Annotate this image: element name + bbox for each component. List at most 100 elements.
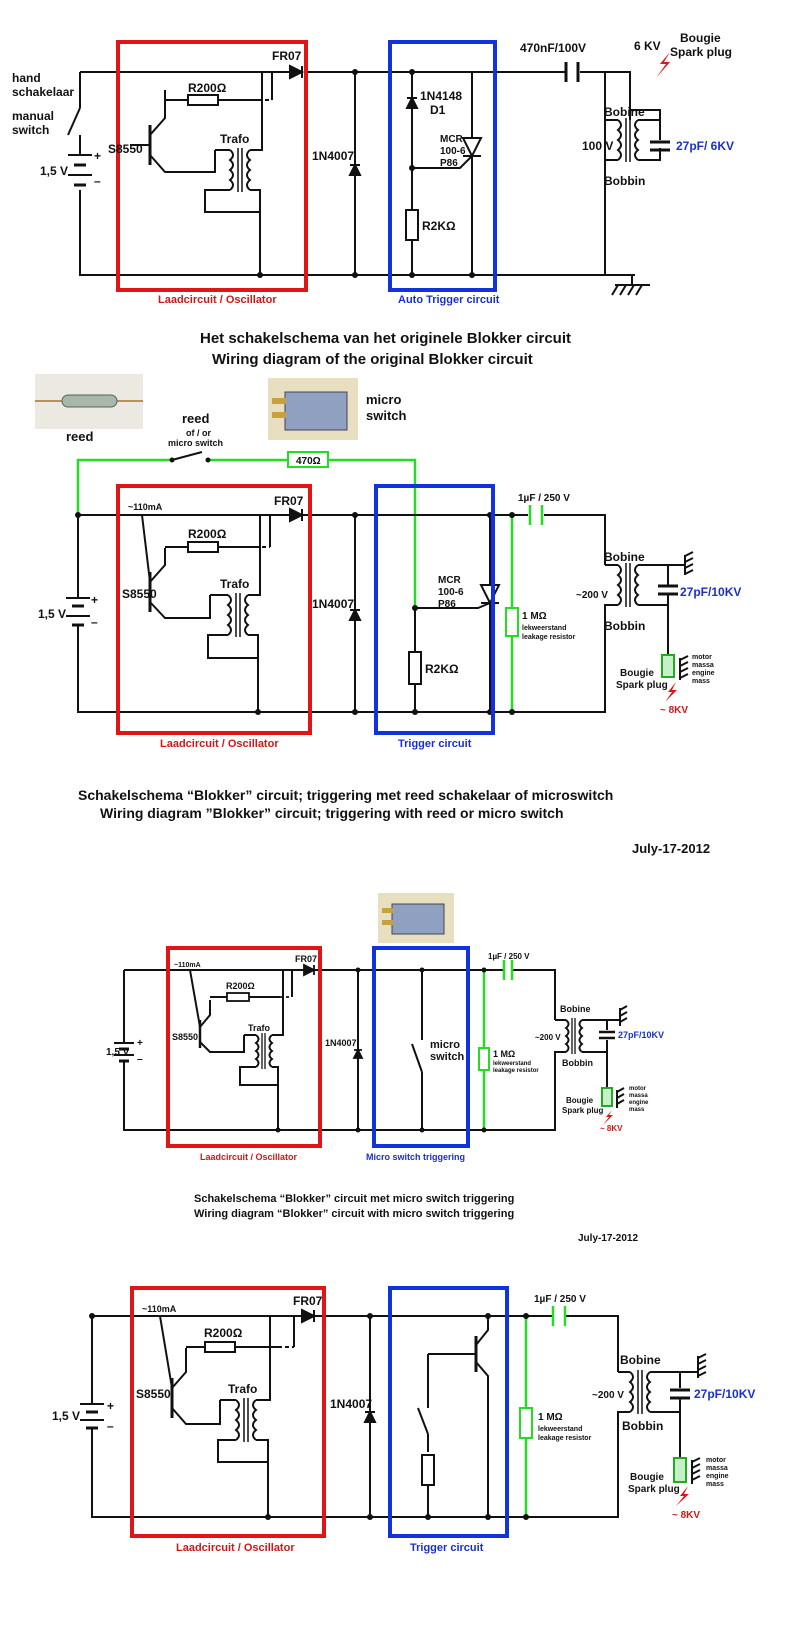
diode-1n4007 bbox=[348, 607, 362, 621]
ground-icon bbox=[611, 275, 650, 296]
trigger-box bbox=[388, 40, 497, 292]
label: – bbox=[91, 615, 98, 629]
ignition-coil-bobine bbox=[554, 1018, 620, 1088]
ground-icon bbox=[697, 1353, 707, 1378]
capacitor-1uf bbox=[551, 1306, 567, 1326]
label: ~200 V bbox=[535, 1033, 561, 1042]
svg-text:+: + bbox=[94, 149, 101, 163]
capacitor-27pf bbox=[650, 140, 670, 152]
micro-switch-photo bbox=[268, 378, 358, 440]
capacitor-27pf bbox=[658, 584, 678, 596]
label: Laadcircuit / Oscillator bbox=[200, 1152, 298, 1162]
label: 1 MΩ bbox=[538, 1412, 563, 1423]
transistor-s8550 bbox=[189, 969, 245, 1053]
label: S8550 bbox=[172, 1032, 198, 1042]
label: Bobine bbox=[560, 1004, 591, 1014]
trafo-symbol bbox=[204, 72, 263, 275]
label: ~200 V bbox=[576, 590, 608, 601]
date: July-17-2012 bbox=[632, 841, 710, 856]
label: Trigger circuit bbox=[410, 1542, 484, 1554]
label: 6 KV bbox=[634, 39, 661, 53]
resistor-r200 bbox=[204, 1341, 236, 1353]
resistor-trigger bbox=[421, 1454, 435, 1486]
svg-text:–: – bbox=[94, 174, 101, 188]
resistor-r200 bbox=[187, 541, 219, 553]
label: 27pF/10KV bbox=[694, 1387, 755, 1401]
label: motor bbox=[629, 1086, 647, 1092]
caption-nl: Schakelschema “Blokker” circuit; trigger… bbox=[78, 787, 613, 803]
transistor-s8550 bbox=[141, 514, 211, 619]
label: MCR bbox=[440, 134, 464, 145]
label: 470Ω bbox=[296, 456, 321, 467]
resistor-1m bbox=[478, 1047, 490, 1071]
label: reed bbox=[182, 411, 210, 426]
label: 1N4007 bbox=[325, 1038, 357, 1048]
diode-fr07 bbox=[289, 64, 305, 80]
caption-en: Wiring diagram of the original Blokker c… bbox=[212, 351, 533, 368]
label: FR07 bbox=[295, 954, 317, 964]
label: + bbox=[137, 1038, 143, 1049]
oscillator-box bbox=[130, 1286, 326, 1538]
label: 1,5 V bbox=[106, 1047, 130, 1058]
label: Bobine bbox=[620, 1353, 661, 1367]
label: ~110mA bbox=[142, 1304, 177, 1314]
caption-nl: Het schakelschema van het originele Blok… bbox=[200, 330, 571, 347]
label: FR07 bbox=[272, 49, 302, 63]
diode-fr07 bbox=[301, 1308, 317, 1324]
label: 1,5 V bbox=[40, 164, 68, 178]
diode-1n4007 bbox=[348, 162, 362, 176]
trafo-symbol bbox=[239, 970, 284, 1130]
label: micro bbox=[366, 392, 401, 407]
battery-symbol bbox=[114, 1042, 134, 1063]
trigger-switch-lever bbox=[417, 1407, 429, 1435]
label: R2KΩ bbox=[425, 662, 459, 676]
capacitor-1uf bbox=[502, 960, 514, 980]
label: Bougie bbox=[680, 31, 721, 45]
label: 1µF / 250 V bbox=[534, 1294, 586, 1305]
label: engine bbox=[629, 1100, 649, 1106]
spark-plug-icon bbox=[661, 654, 689, 680]
trigger-box bbox=[374, 484, 495, 735]
label: 1N4148 bbox=[420, 89, 462, 103]
label: Laadcircuit / Oscillator bbox=[160, 738, 279, 750]
label: switch bbox=[430, 1051, 465, 1063]
label: Bobbin bbox=[622, 1419, 663, 1433]
label: R2KΩ bbox=[422, 219, 456, 233]
label: 1,5 V bbox=[38, 607, 66, 621]
capacitor-27pf bbox=[670, 1388, 690, 1400]
label: switch bbox=[366, 408, 407, 423]
label: P86 bbox=[440, 158, 458, 169]
spark-icon bbox=[676, 1486, 689, 1506]
diagram-original-blokker: + – bbox=[12, 31, 734, 368]
battery-symbol bbox=[66, 597, 90, 627]
label: motor bbox=[706, 1457, 726, 1464]
label: 100 V bbox=[582, 139, 613, 153]
ignition-coil-bobine bbox=[604, 72, 661, 275]
capacitor-27pf bbox=[599, 1030, 615, 1040]
resistor-1m bbox=[519, 1407, 533, 1439]
label: Bobine bbox=[604, 105, 645, 119]
micro-switch-photo bbox=[378, 893, 454, 943]
label: lekweerstand bbox=[522, 625, 566, 632]
label: Bougie bbox=[620, 668, 654, 679]
diagram-micro-switch: + – ~110mA 1,5 V S85 bbox=[106, 893, 664, 1244]
label: S8550 bbox=[122, 587, 157, 601]
label: Laadcircuit / Oscillator bbox=[176, 1542, 295, 1554]
label: Trafo bbox=[220, 577, 249, 591]
label: Bougie bbox=[630, 1472, 664, 1483]
label: engine bbox=[706, 1473, 729, 1480]
label: ~ 8KV bbox=[672, 1510, 700, 1521]
ground-icon bbox=[684, 551, 694, 575]
label: Trafo bbox=[228, 1382, 257, 1396]
caption-en: Wiring diagram ”Blokker” circuit; trigge… bbox=[100, 805, 564, 821]
label: micro bbox=[430, 1039, 460, 1051]
label: Trafo bbox=[248, 1023, 271, 1033]
scr-mcr100 bbox=[461, 137, 483, 159]
label: Bobine bbox=[604, 550, 645, 564]
label: schakelaar bbox=[12, 85, 74, 99]
label: 27pF/ 6KV bbox=[676, 139, 734, 153]
diode-fr07 bbox=[289, 507, 305, 523]
caption-en: Wiring diagram “Blokker” circuit with mi… bbox=[194, 1208, 514, 1220]
label: 100-6 bbox=[438, 587, 464, 598]
